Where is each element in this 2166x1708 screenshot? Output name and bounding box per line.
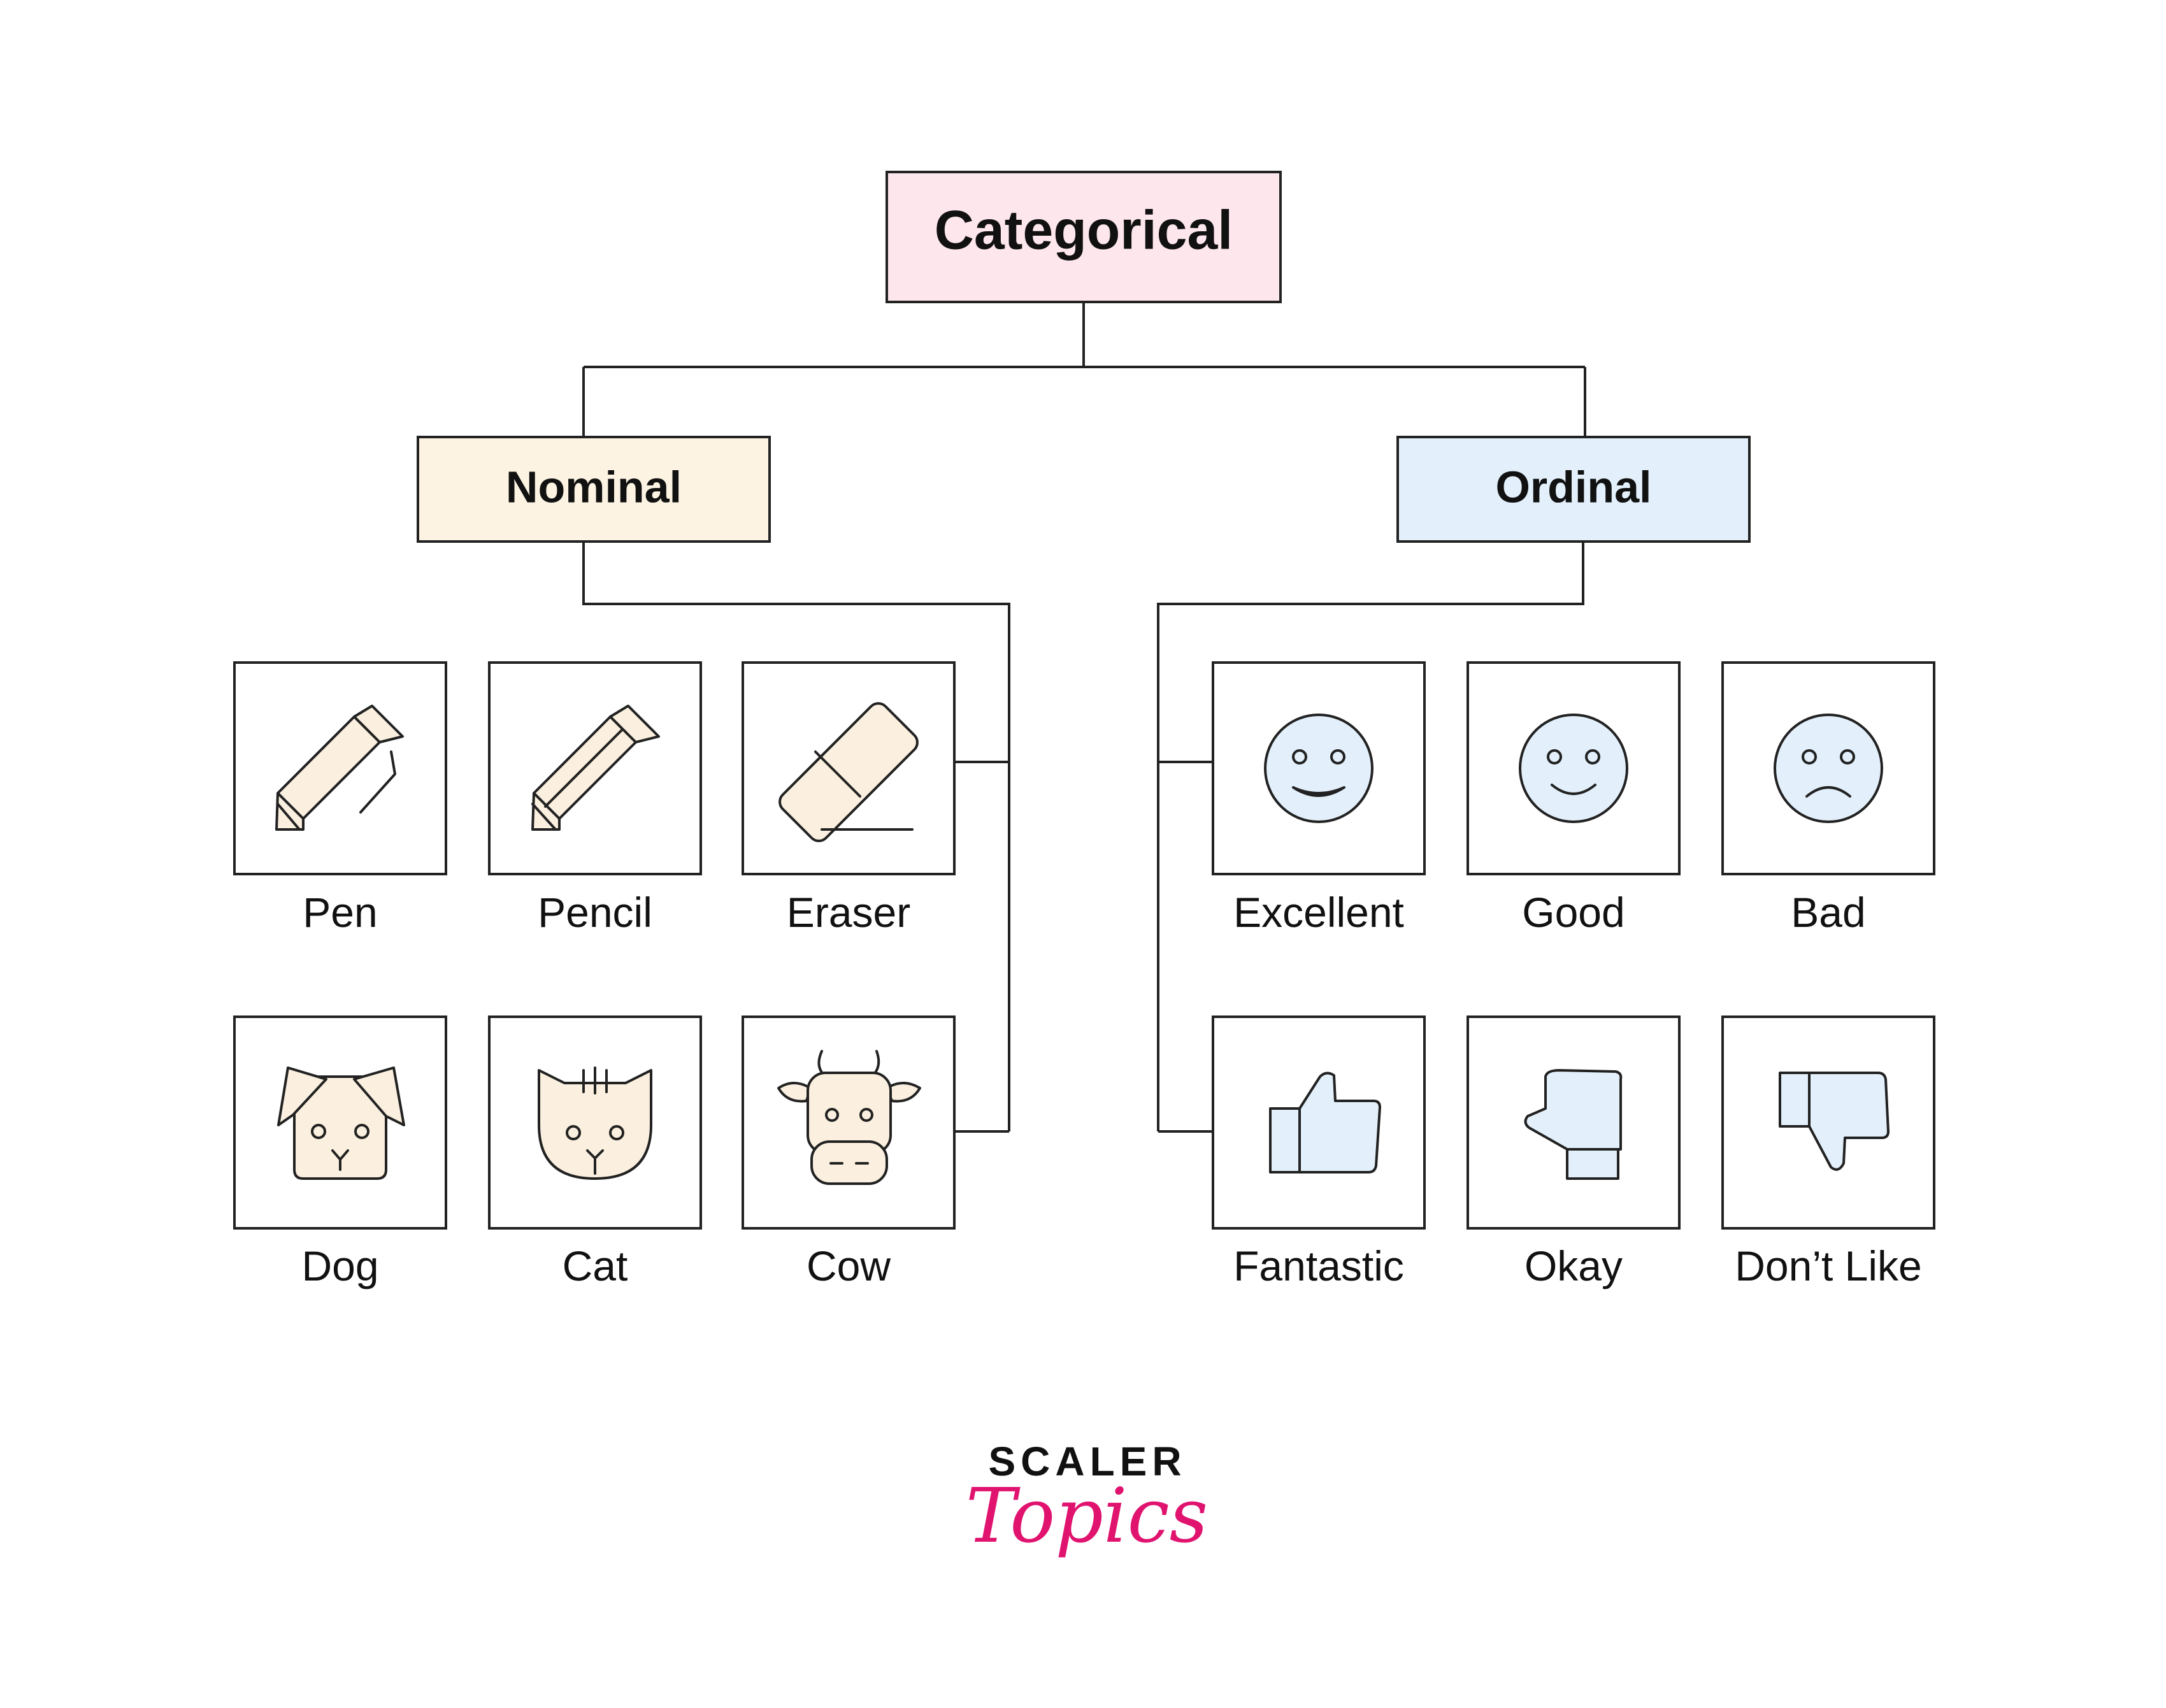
item-tile-good: Good: [1467, 661, 1681, 936]
nominal-connector: [582, 542, 1010, 1133]
scaler-topics-logo: SCALER Topics: [966, 1439, 1209, 1560]
root-connector: [582, 303, 1586, 437]
item-label: Eraser: [787, 889, 910, 936]
item-label: Good: [1522, 889, 1624, 936]
nominal-node-box: [417, 436, 771, 543]
branch-node-ordinal: Ordinal: [1396, 436, 1751, 543]
branch-node-nominal: Nominal: [417, 436, 771, 543]
item-label: Pencil: [538, 889, 652, 936]
frowning-face-icon: [1774, 714, 1883, 823]
cat-icon: [538, 1066, 652, 1180]
item-label: Don’t Like: [1735, 1242, 1922, 1289]
item-tile-dog: Dog: [233, 1015, 447, 1289]
connector-lines: [582, 303, 1586, 1133]
item-tile-cow: Cow: [742, 1015, 956, 1289]
grinning-face-icon: [1264, 714, 1373, 823]
thumbs-down-icon: [1779, 1072, 1890, 1171]
ordinal-items: Excellent Good Bad: [1212, 661, 1935, 1289]
root-node-label: Categorical: [935, 200, 1233, 261]
item-label: Bad: [1791, 889, 1865, 936]
item-label: Okay: [1524, 1242, 1623, 1289]
pen-icon: [275, 705, 404, 831]
thumbs-up-icon: [1269, 1072, 1381, 1173]
item-tile-fantastic: Fantastic: [1212, 1015, 1426, 1289]
thumbs-sideways-icon: [1524, 1069, 1623, 1180]
item-tile-eraser: Eraser: [742, 661, 956, 936]
item-label: Excellent: [1233, 889, 1404, 936]
item-tile-dont-like: Don’t Like: [1721, 1015, 1935, 1289]
nominal-node-label: Nominal: [506, 462, 682, 512]
root-node-box: [886, 171, 1282, 303]
logo-wordmark-topics: Topics: [966, 1472, 1209, 1560]
ordinal-node-box: [1396, 436, 1751, 543]
item-tile-pen: Pen: [233, 661, 447, 936]
item-tile-bad: Bad: [1721, 661, 1935, 936]
item-tile-okay: Okay: [1467, 1015, 1681, 1289]
cow-icon: [777, 1050, 921, 1185]
smiling-face-icon: [1519, 714, 1628, 823]
item-tile-pencil: Pencil: [488, 661, 702, 936]
item-label: Fantastic: [1233, 1242, 1404, 1289]
root-node-categorical: Categorical: [886, 171, 1282, 303]
item-label: Pen: [303, 889, 377, 936]
eraser-icon: [778, 702, 919, 842]
logo-wordmark-scaler: SCALER: [988, 1439, 1186, 1484]
item-tile-cat: Cat: [488, 1015, 702, 1289]
dog-icon: [277, 1066, 405, 1180]
ordinal-connector: [1157, 542, 1584, 1133]
item-tile-excellent: Excellent: [1212, 661, 1426, 936]
pencil-icon: [531, 705, 660, 831]
ordinal-node-label: Ordinal: [1495, 462, 1651, 512]
item-label: Cat: [563, 1242, 628, 1289]
nominal-items: Pen Pencil Eraser: [233, 661, 956, 1289]
item-label: Cow: [807, 1242, 891, 1289]
item-label: Dog: [301, 1242, 378, 1289]
